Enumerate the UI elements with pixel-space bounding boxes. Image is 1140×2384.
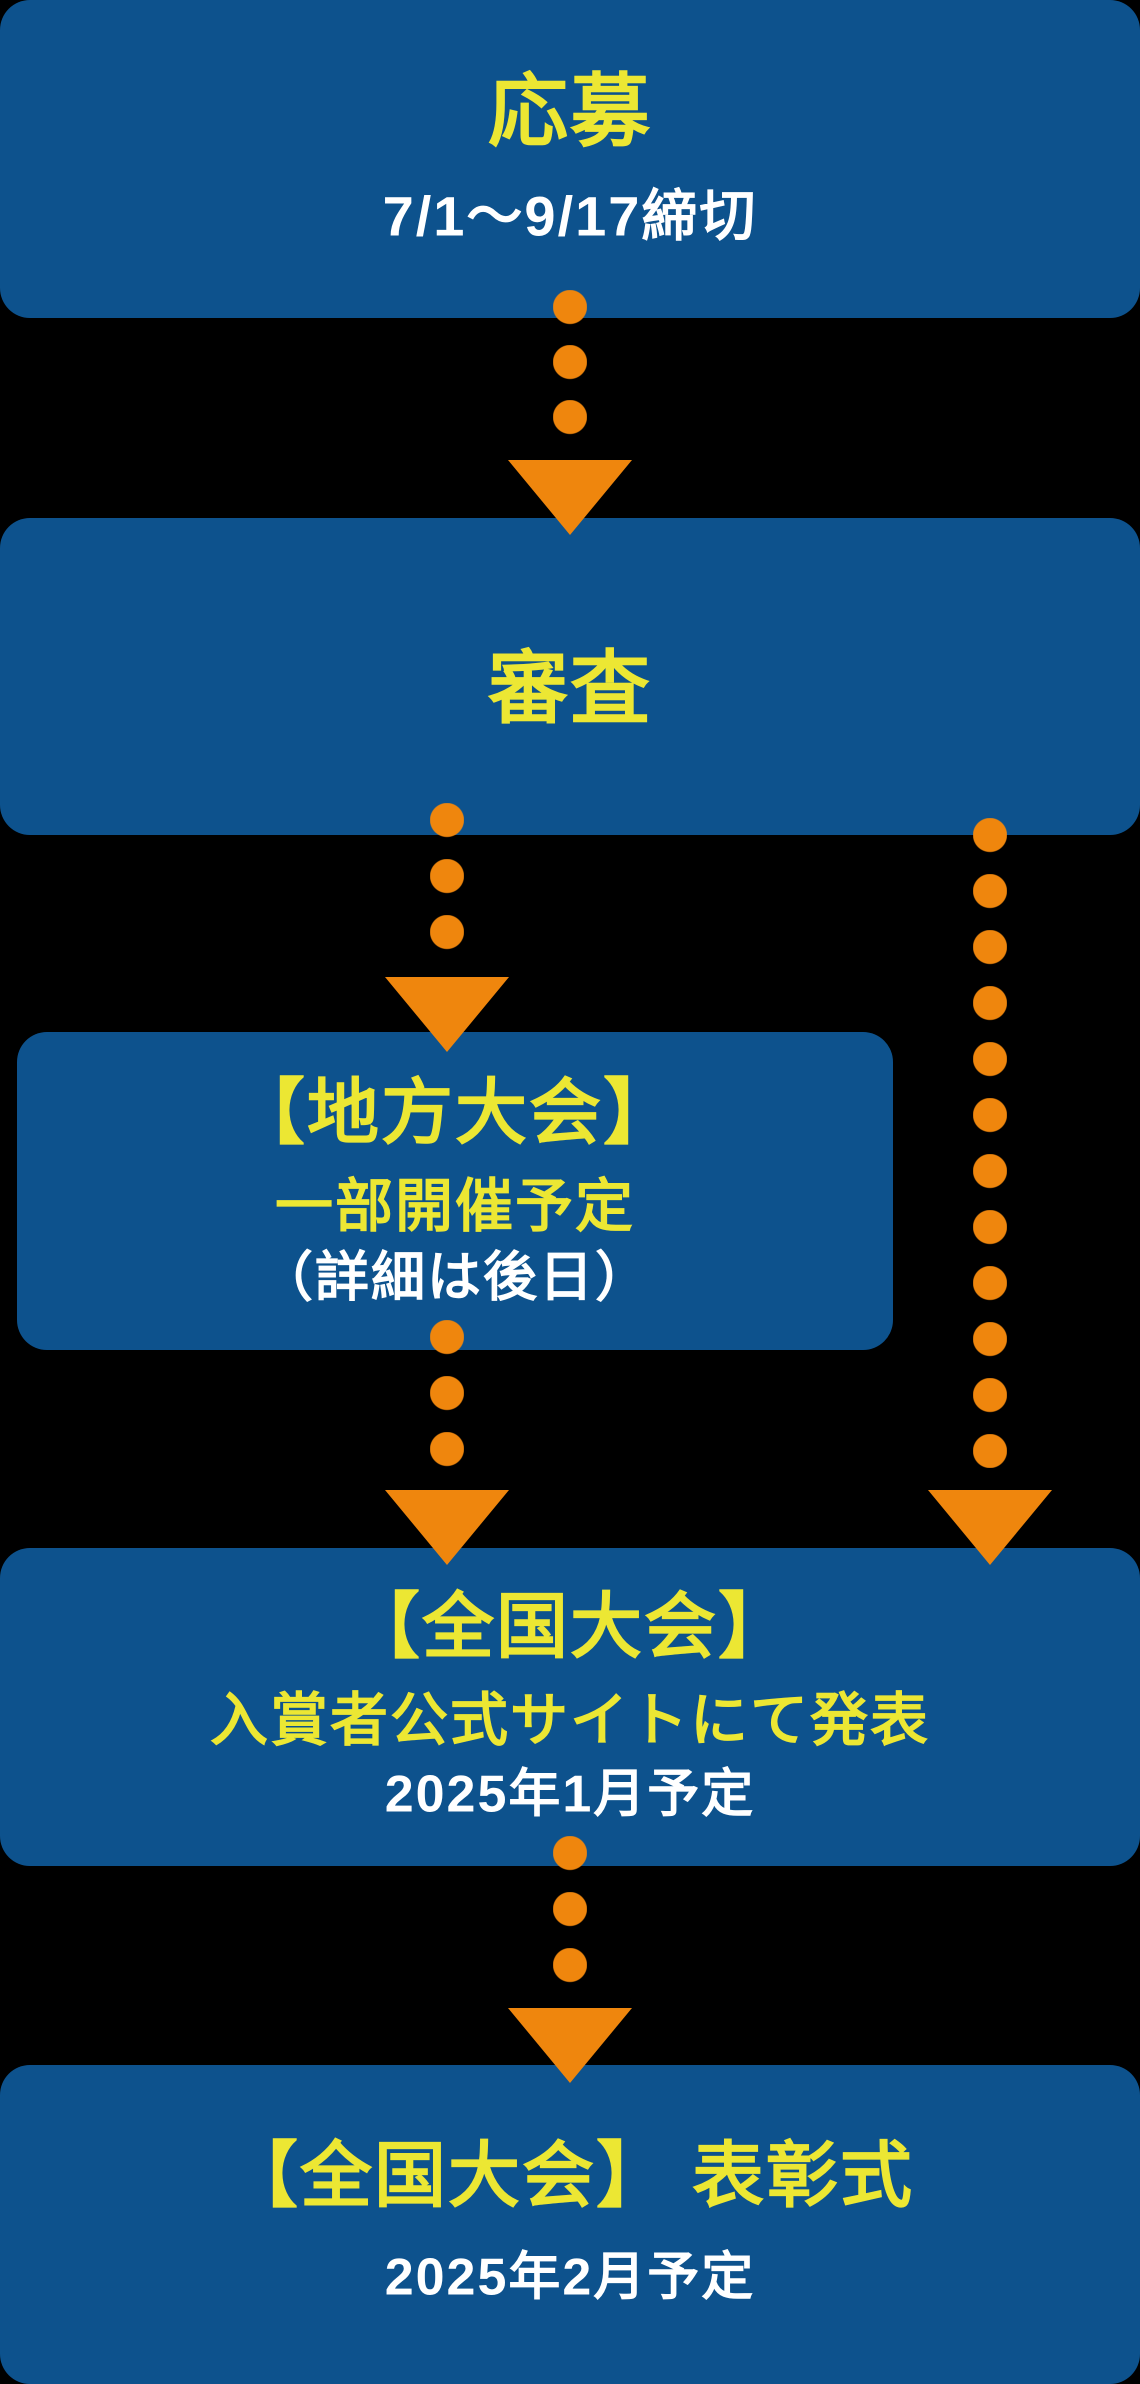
dotted-arrow-line-regional-national: [430, 1320, 464, 1467]
step-note-regional: （詳細は後日）: [259, 1247, 651, 1308]
step-box-judge: 審査: [0, 518, 1140, 835]
step-subtitle-apply: 7/1〜9/17締切: [382, 184, 758, 248]
arrowhead-down-icon: [508, 460, 632, 535]
dotted-arrow-line-judge-regional: [430, 803, 464, 950]
step-title-regional: 【地方大会】: [232, 1073, 677, 1154]
step-title-apply: 応募: [488, 67, 652, 156]
arrowhead-down-icon: [385, 1490, 509, 1565]
step-box-national: 【全国大会】 入賞者公式サイトにて発表 2025年1月予定: [0, 1548, 1140, 1866]
step-title-ceremony: 【全国大会】 表彰式: [225, 2136, 914, 2217]
dotted-arrow-line-apply-judge: [553, 290, 587, 435]
step-title-judge: 審査: [488, 644, 652, 733]
step-subtitle-national: 入賞者公式サイトにて発表: [209, 1688, 930, 1753]
step-box-regional: 【地方大会】 一部開催予定 （詳細は後日）: [17, 1032, 893, 1350]
arrowhead-down-icon: [928, 1490, 1052, 1565]
step-title-national: 【全国大会】: [347, 1587, 792, 1668]
step-box-ceremony: 【全国大会】 表彰式 2025年2月予定: [0, 2065, 1140, 2384]
step-box-apply: 応募 7/1〜9/17締切: [0, 0, 1140, 318]
dotted-arrow-line-judge-national: [973, 818, 1007, 1468]
arrowhead-down-icon: [508, 2008, 632, 2083]
step-note-national: 2025年1月予定: [384, 1765, 756, 1824]
step-subtitle-regional: 一部開催予定: [274, 1174, 635, 1239]
dotted-arrow-line-national-ceremony: [553, 1836, 587, 1983]
arrowhead-down-icon: [385, 977, 509, 1052]
step-subtitle-ceremony: 2025年2月予定: [384, 2248, 756, 2307]
